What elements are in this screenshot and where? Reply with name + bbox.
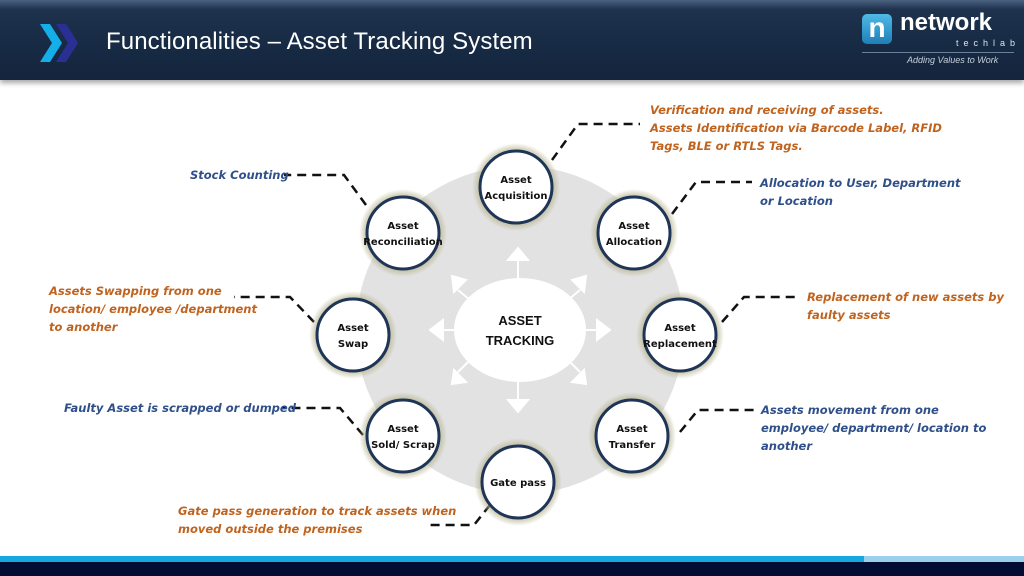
node-circle [594, 398, 670, 474]
footer-accent-bar [0, 556, 864, 562]
note-line: employee/ department/ location to [761, 421, 987, 435]
arrow-up-right-head [570, 274, 588, 295]
chevron-right-icon [40, 24, 62, 62]
note-line: to another [49, 320, 118, 334]
node-label: Asset [387, 221, 418, 232]
company-logo: n network techlab Adding Values to Work [862, 9, 1015, 72]
connector-reconciliation [284, 173, 368, 206]
connector-sold-scrap [282, 406, 364, 436]
note-transfer: Assets movement from one employee/ depar… [761, 401, 986, 455]
logo-mark: n [862, 14, 892, 44]
node-label: Asset [618, 221, 649, 232]
node-label: Replacement [643, 339, 717, 350]
note-line: moved outside the premises [178, 522, 363, 536]
note-line: Allocation to User, Department [760, 176, 961, 190]
node-label: Sold/ Scrap [371, 440, 435, 451]
center-label-line1: ASSET [498, 313, 541, 328]
nodes-layer: AssetAcquisitionAssetAllocationAssetRepl… [309, 143, 724, 526]
center-hub [454, 278, 586, 382]
center-label-line2: TRACKING [486, 333, 555, 348]
note-reconciliation: Stock Counting [190, 166, 289, 184]
connector-gate-pass [428, 504, 491, 527]
node-circle [365, 398, 441, 474]
note-line: Tags, BLE or RTLS Tags. [650, 139, 803, 153]
node-circle [365, 195, 441, 271]
node-label: Transfer [609, 440, 656, 451]
slide-header: Functionalities – Asset Tracking System … [0, 0, 1024, 80]
note-sold-scrap: Faulty Asset is scrapped or dumped [64, 399, 296, 417]
arrow-down-left-head [450, 367, 469, 386]
note-line: or Location [760, 194, 833, 208]
node-label: Asset [500, 175, 531, 186]
note-line: Assets movement from one [761, 403, 939, 417]
arrow-down-head [505, 399, 531, 414]
arrow-up-left-head [450, 274, 468, 295]
node-gate-pass: Gate pass [474, 438, 562, 526]
note-allocation: Allocation to User, Department or Locati… [760, 174, 961, 210]
note-line: another [761, 439, 813, 453]
note-line: Gate pass generation to track assets whe… [178, 504, 457, 518]
node-label: Gate pass [490, 478, 546, 489]
connector-swap [234, 295, 315, 323]
note-replacement: Replacement of new assets by faulty asse… [807, 288, 1004, 324]
note-swap: Assets Swapping from one location/ emplo… [49, 282, 257, 336]
node-label: Asset [337, 323, 368, 334]
note-line: Assets Swapping from one [49, 284, 222, 298]
node-label: Acquisition [485, 191, 548, 202]
connector-allocation [671, 180, 752, 215]
node-label: Asset [387, 424, 418, 435]
footer-bar [0, 562, 1024, 576]
arrow-up-head [505, 246, 531, 261]
node-label: Reconciliation [363, 237, 443, 248]
note-gate-pass: Gate pass generation to track assets whe… [178, 502, 456, 538]
arrow-down-right-head [569, 367, 588, 386]
arrow-right-head [596, 317, 612, 343]
node-label: Asset [616, 424, 647, 435]
note-line: location/ employee /department [49, 302, 257, 316]
node-circle [315, 297, 391, 373]
hub-arrows [428, 246, 612, 414]
page-title: Functionalities – Asset Tracking System [106, 28, 533, 55]
note-line: Faulty Asset is scrapped or dumped [64, 401, 296, 415]
node-label: Allocation [606, 237, 662, 248]
note-line: faulty assets [807, 308, 891, 322]
node-label: Asset [664, 323, 695, 334]
node-circle [478, 149, 554, 225]
note-line: Verification and receiving of assets. [650, 103, 884, 117]
chevron-right-icon [56, 24, 78, 62]
logo-sub: techlab [956, 38, 1021, 48]
note-line: Stock Counting [190, 168, 289, 182]
logo-divider [862, 52, 1014, 53]
asset-tracking-diagram: ASSET TRACKING AssetAcquisitionAssetAllo… [234, 122, 800, 527]
note-line: Assets Identification via Barcode Label,… [650, 121, 942, 135]
node-circle [642, 297, 718, 373]
node-circle [480, 444, 556, 520]
connector-acquisition [550, 122, 640, 161]
footer-accent-bar-light [864, 556, 1024, 562]
connector-transfer [679, 408, 756, 433]
arrow-left-head [428, 317, 444, 343]
note-line: Replacement of new assets by [807, 290, 1004, 304]
note-acquisition: Verification and receiving of assets. As… [650, 101, 942, 155]
connectors [234, 122, 800, 527]
node-label: Swap [338, 339, 368, 350]
node-circle [596, 195, 672, 271]
logo-word: network [900, 9, 993, 36]
logo-tagline: Adding Values to Work [907, 55, 999, 65]
connector-replacement [721, 295, 800, 323]
